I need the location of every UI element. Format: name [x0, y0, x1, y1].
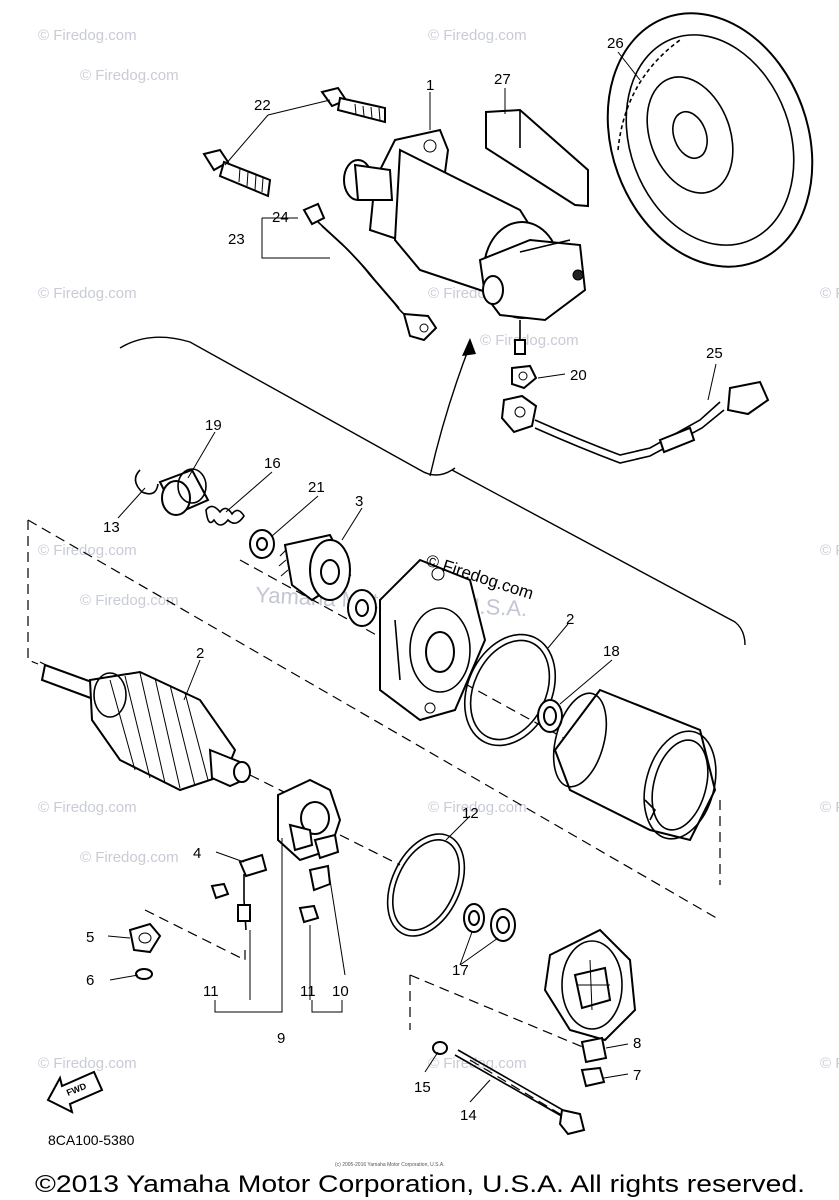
callout-25: 25 — [706, 345, 723, 362]
front-cover-housing[interactable] — [379, 558, 487, 722]
callout-1: 1 — [426, 77, 434, 94]
watermark-text: © Firedog.com — [80, 67, 179, 84]
callout-15: 15 — [414, 1079, 431, 1096]
washer-15[interactable] — [432, 1041, 448, 1055]
watermark-text: © Firedog.com — [38, 799, 137, 816]
frame-line — [27, 520, 39, 665]
watermark-text: © Firedog.com — [480, 332, 579, 349]
starter-yoke[interactable] — [544, 687, 727, 847]
callout-24: 24 — [272, 209, 289, 226]
watermark-text: © Firedog.com — [820, 799, 839, 816]
callout-2-upper: 2 — [566, 611, 574, 628]
callout-5: 5 — [86, 929, 94, 946]
callout-10: 10 — [332, 983, 349, 1000]
starter-motor-assembly[interactable] — [343, 128, 587, 355]
watermark-text: © Firedog.com — [80, 592, 179, 609]
frame-line — [249, 774, 301, 801]
watermark-text: © Firedog.com — [38, 1055, 137, 1072]
watermark-text: © Firedog.com — [38, 542, 137, 559]
callout-22: 22 — [254, 97, 271, 114]
frame-line — [27, 519, 721, 921]
callout-9: 9 — [277, 1030, 285, 1047]
leader-lines — [107, 51, 717, 1103]
spring-16[interactable] — [205, 505, 245, 526]
watermark-text: © Firedog.com — [80, 849, 179, 866]
callout-11-right: 11 — [300, 983, 316, 1000]
watermark-text: © Firedog.com — [428, 1055, 527, 1072]
callout-14: 14 — [460, 1107, 477, 1124]
rear-cover[interactable] — [543, 928, 637, 1042]
watermark-text: © Firedog.com — [820, 1055, 839, 1072]
callout-13: 13 — [103, 519, 120, 536]
callout-12: 12 — [462, 805, 479, 822]
part-code: 8CA100-5380 — [48, 1132, 135, 1148]
bolt-22-upper[interactable] — [320, 86, 386, 124]
callout-20: 20 — [570, 367, 587, 384]
nut-8[interactable] — [580, 1036, 608, 1064]
copyright-notice: ©2013 Yamaha Motor Corporation, U.S.A. A… — [35, 1171, 805, 1198]
through-bolt-14[interactable] — [454, 1049, 586, 1136]
starter-lead-wire[interactable] — [302, 202, 438, 342]
watermark-text: © Firedog.com — [820, 285, 839, 302]
watermark-text: © Firedog.com — [820, 542, 839, 559]
grommet-5[interactable] — [128, 922, 162, 954]
ring-18[interactable] — [537, 699, 563, 733]
assembly-arrow-line — [429, 344, 471, 477]
bolt-22-lower[interactable] — [202, 148, 272, 198]
o-ring-12[interactable] — [372, 822, 479, 949]
nut-7[interactable] — [580, 1066, 606, 1088]
brush-holder-plate-9[interactable] — [277, 778, 342, 892]
group-bracket — [119, 336, 746, 646]
washer-6[interactable] — [135, 968, 153, 980]
nut-11-left[interactable] — [210, 882, 230, 900]
tiny-copyright: (c) 2005-2016 Yamaha Motor Corporation, … — [335, 1162, 445, 1168]
collar-19[interactable] — [158, 468, 210, 516]
fwd-arrow-icon: FWD — [46, 1070, 104, 1114]
callout-27: 27 — [494, 71, 511, 88]
frame-line — [144, 909, 246, 961]
frame-line — [339, 834, 401, 866]
watermark-text: © Firedog.com — [428, 27, 527, 44]
flywheel-ring-gear-26[interactable] — [573, 0, 839, 296]
callout-4: 4 — [193, 845, 201, 862]
callout-18: 18 — [603, 643, 620, 660]
callout-16: 16 — [264, 455, 281, 472]
callout-labels: 1 22 27 26 24 23 20 25 19 16 21 3 13 2 1… — [86, 35, 723, 1124]
frame-line — [409, 974, 591, 1051]
callout-11-left: 11 — [203, 983, 219, 1000]
watermark-text: © Firedog.com — [38, 27, 137, 44]
callout-26: 26 — [607, 35, 624, 52]
callout-23: 23 — [228, 231, 245, 248]
nut-20[interactable] — [511, 364, 538, 390]
circlip-13[interactable] — [134, 469, 159, 495]
watermark-text: © Firedog.com — [428, 799, 527, 816]
callout-3: 3 — [355, 493, 363, 510]
o-ring-12-inner — [391, 839, 461, 931]
pinion-clutch-3[interactable] — [278, 533, 352, 602]
callout-2-armature: 2 — [196, 645, 204, 662]
watermark-text: © Firedog.com — [38, 285, 137, 302]
washer[interactable] — [347, 589, 377, 627]
callout-21: 21 — [308, 479, 325, 496]
damper-block-27[interactable] — [485, 108, 589, 208]
frame-line — [469, 1059, 571, 1121]
washer-21[interactable] — [249, 529, 275, 559]
assembly-arrow-head — [462, 338, 476, 356]
callout-19: 19 — [205, 417, 222, 434]
callout-7: 7 — [633, 1067, 641, 1084]
armature-2[interactable] — [40, 663, 251, 792]
callout-6: 6 — [86, 972, 94, 989]
washers-17[interactable] — [463, 903, 516, 942]
nut-11-right[interactable] — [298, 904, 320, 924]
brush-lead-4[interactable] — [237, 853, 268, 931]
callout-17: 17 — [452, 962, 469, 979]
callout-8: 8 — [633, 1035, 641, 1052]
starter-cable-25[interactable] — [500, 380, 770, 464]
